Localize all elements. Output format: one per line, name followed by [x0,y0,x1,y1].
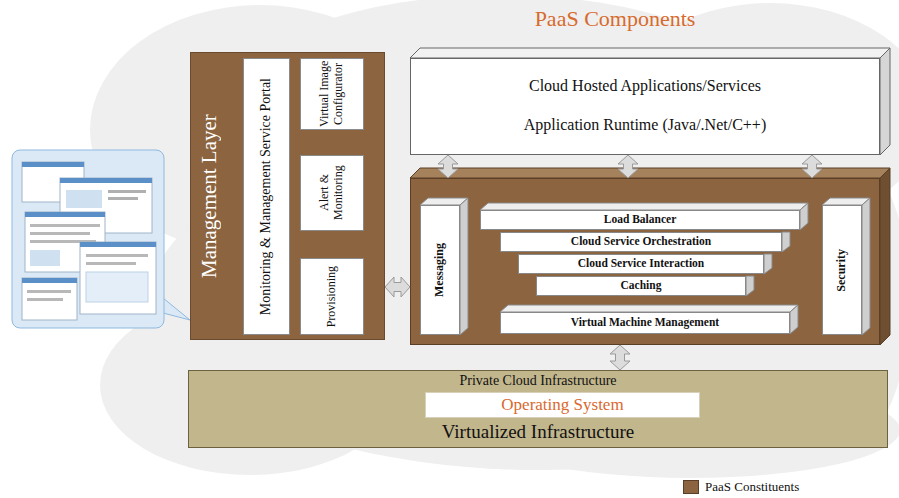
os-box: Operating System [425,392,700,418]
window-line [30,224,100,227]
box-label: Provisioning [325,266,339,327]
callout-tail [163,298,190,320]
window-header [60,178,152,183]
box-label: Virtual Machine Management [567,316,723,329]
window-line [27,290,71,293]
management-box: Alert & Monitoring [300,155,364,231]
management-layer-box: Management Layer Monitoring & Management … [190,52,385,340]
block-arrow [618,155,638,178]
box-label: Security [835,249,849,292]
portal-box: Monitoring & Management Service Portal [243,58,290,335]
box-label: Virtualized Infrastructure [189,421,887,443]
screen-window [60,178,152,233]
screen-window [80,242,156,314]
management-box: Virtual Image Configurator [300,58,364,130]
screen-window [25,212,105,272]
service-step: Cloud Service Interaction [518,254,764,274]
box-label: Load Balancer [600,213,681,226]
callout-bubble [12,150,164,328]
cloud-background [90,0,899,478]
window-line [30,232,90,235]
window-line [108,197,138,200]
service-step: Cloud Service Orchestration [500,232,782,252]
box-label: Cloud Hosted Applications/Services [525,77,765,95]
box-top-face [410,48,890,58]
service-step: Caching [536,276,746,296]
screen-window [22,278,77,320]
infrastructure-band: Private Cloud InfrastructureVirtualized … [188,370,888,448]
legend-swatch [683,480,699,494]
box-label: Alert & Monitoring [318,157,346,229]
screen-window [22,162,84,202]
box-label: Monitoring & Management Service Portal [258,78,274,315]
service-box: Virtual Machine Management [500,312,790,334]
service-step: Load Balancer [480,210,800,230]
window-line [108,190,146,193]
box-label: Caching [617,279,666,292]
block-arrow [385,277,410,297]
box-label: Private Cloud Infrastructure [189,373,887,389]
box-label: Management Layer [197,53,231,339]
management-box: Provisioning [300,258,364,335]
window-line [86,254,148,257]
window-header [25,212,105,217]
box-side-face [880,48,890,155]
legend-entry: PaaS Constituents [683,479,799,495]
legend-label: PaaS Constituents [705,479,799,495]
service-box: Messaging [420,205,460,335]
window-header [22,162,84,167]
block-arrow [438,155,458,178]
window-chart [30,250,60,266]
block-arrow [610,345,630,370]
window-chart [66,190,102,208]
box-side-face [880,168,890,345]
box-label: Cloud Service Orchestration [567,235,715,248]
window-line [27,298,63,301]
box-label: Operating System [497,395,627,415]
box-label: Application Runtime (Java/.Net/C++) [520,116,770,134]
box-label: Messaging [433,243,447,297]
dashboard-illustration [12,150,190,328]
block-arrow [802,155,822,178]
box-label: Virtual Image Configurator [318,60,346,128]
diagram-title: PaaS Components [470,6,760,32]
window-line [30,240,96,243]
box-top-face [410,168,890,178]
window-header [80,242,156,247]
service-box: Security [822,205,862,335]
window-chart [86,272,148,302]
window-header [22,278,77,283]
window-line [86,262,136,265]
box-label: Cloud Service Interaction [574,257,708,270]
application-box: Cloud Hosted Applications/ServicesApplic… [410,58,880,155]
paas-services-box: Messaging Load BalancerCloud Service Orch… [410,178,880,345]
